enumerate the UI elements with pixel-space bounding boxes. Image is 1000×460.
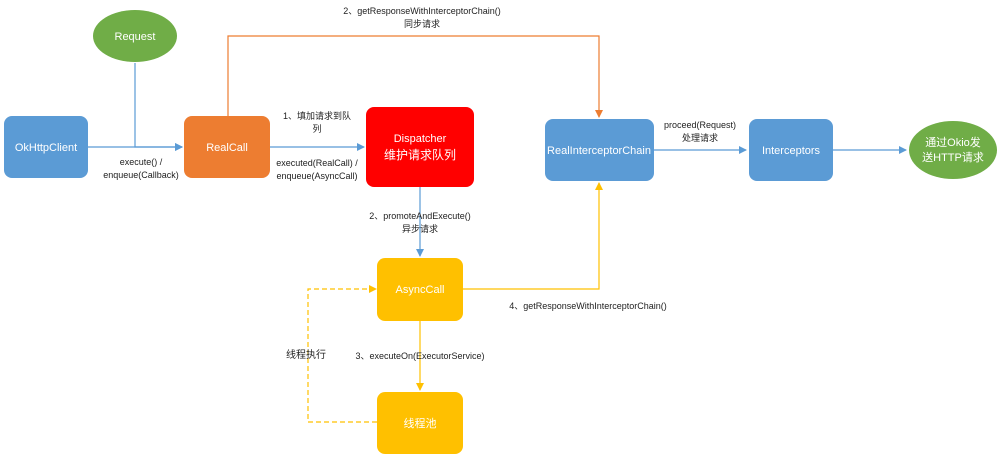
svg-text:4、getResponseWithInterceptorCh: 4、getResponseWithInterceptorChain() [509,301,667,311]
node-realinterceptorchain: RealInterceptorChain [545,119,654,181]
svg-text:通过Okio发: 通过Okio发 [925,135,981,149]
svg-text:proceed(Request): proceed(Request) [664,120,736,130]
node-dispatcher: Dispatcher 维护请求队列 [366,107,474,187]
arrow-threadpool-to-asynccall [307,285,377,423]
node-threadpool: 线程池 [377,392,463,454]
label-step2-async: 2、promoteAndExecute() 异步请求 [369,211,471,234]
label-step4: 4、getResponseWithInterceptorChain() [509,301,667,311]
svg-text:2、promoteAndExecute(): 2、promoteAndExecute() [369,211,471,221]
arrow-realcall-to-chain [227,35,603,118]
svg-text:execute() /: execute() / [120,157,163,167]
svg-text:处理请求: 处理请求 [682,132,718,143]
node-request: Request [93,10,177,62]
node-okio: 通过Okio发 送HTTP请求 [909,121,997,179]
svg-text:3、executeOn(ExecutorService): 3、executeOn(ExecutorService) [355,351,484,361]
svg-text:Interceptors: Interceptors [762,145,821,157]
label-step3: 3、executeOn(ExecutorService) [355,351,484,361]
node-asynccall: AsyncCall [377,258,463,321]
svg-text:2、getResponseWithInterceptorCh: 2、getResponseWithInterceptorChain() [343,6,501,16]
label-step2-sync: 2、getResponseWithInterceptorChain() 同步请求 [343,6,501,29]
svg-text:AsyncCall: AsyncCall [396,284,445,296]
svg-text:enqueue(Callback): enqueue(Callback) [103,170,179,180]
node-realcall: RealCall [184,116,270,178]
label-step1: 1、填加请求到队 列 [283,110,351,134]
node-interceptors: Interceptors [749,119,833,181]
arrow-asynccall-to-chain [463,182,603,290]
arrow-request-to-realcall [134,63,183,151]
svg-text:线程池: 线程池 [404,416,437,430]
svg-text:OkHttpClient: OkHttpClient [15,142,77,154]
svg-text:Request: Request [115,31,156,43]
svg-text:送HTTP请求: 送HTTP请求 [922,150,984,164]
label-proceed: proceed(Request) 处理请求 [664,120,736,143]
svg-text:异步请求: 异步请求 [402,223,438,234]
node-okhttpclient: OkHttpClient [4,116,88,178]
svg-text:线程执行: 线程执行 [286,348,326,361]
svg-text:同步请求: 同步请求 [404,18,440,29]
svg-text:RealCall: RealCall [206,142,248,154]
svg-text:Dispatcher: Dispatcher [394,133,447,145]
svg-text:enqueue(AsyncCall): enqueue(AsyncCall) [276,171,357,181]
svg-text:RealInterceptorChain: RealInterceptorChain [547,145,651,157]
svg-text:executed(RealCall) /: executed(RealCall) / [276,158,358,168]
label-execute-enqueue: execute() / enqueue(Callback) [103,157,179,180]
svg-text:列: 列 [312,123,321,134]
label-executed: executed(RealCall) / enqueue(AsyncCall) [276,158,358,181]
svg-text:1、填加请求到队: 1、填加请求到队 [283,110,351,121]
svg-text:维护请求队列: 维护请求队列 [384,147,456,162]
label-thread-exec: 线程执行 [286,348,326,361]
